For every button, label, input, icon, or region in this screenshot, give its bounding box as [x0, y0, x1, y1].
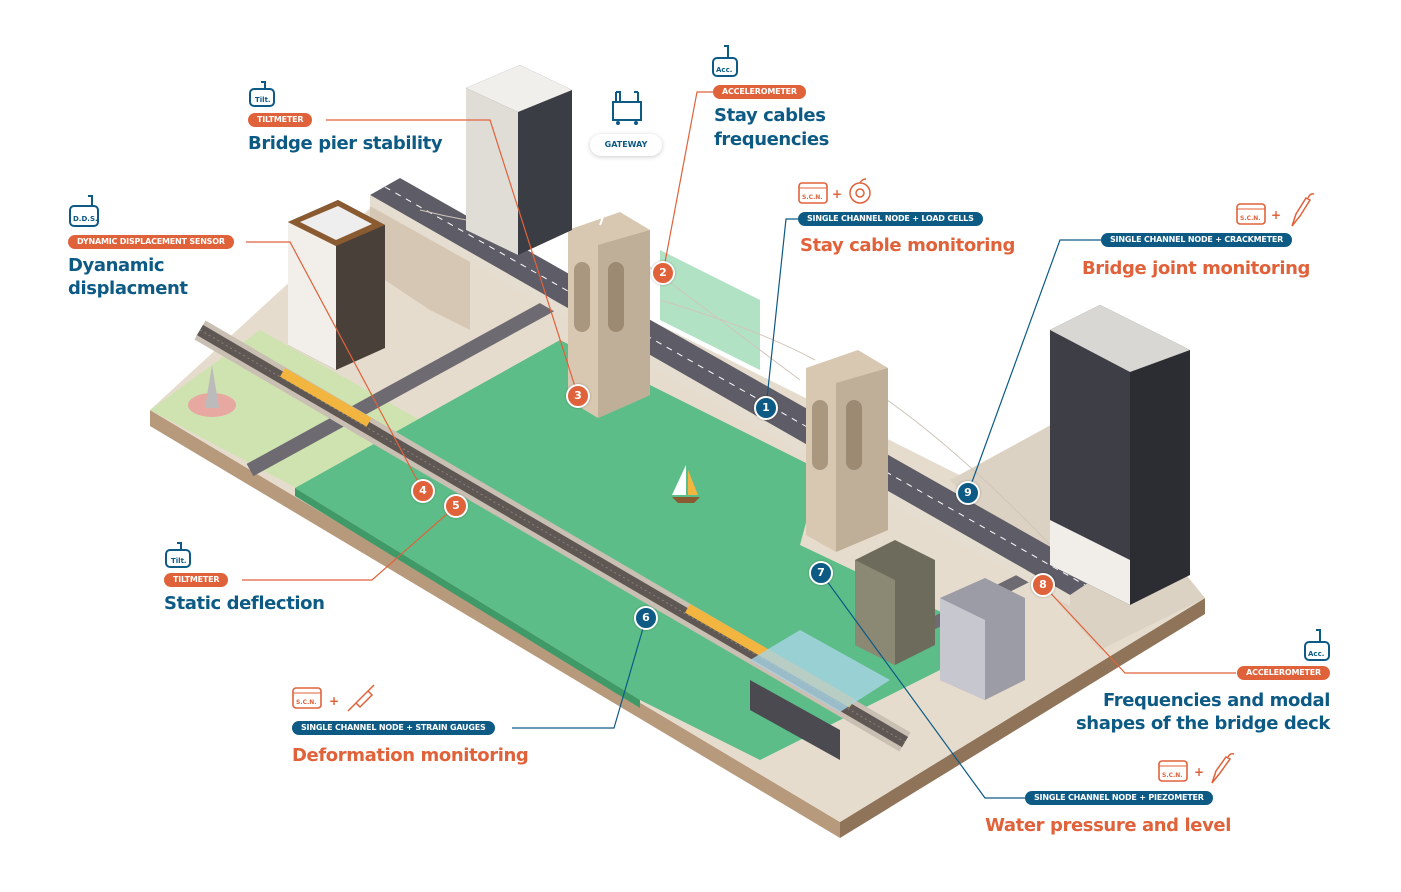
crackmeter-icon: [1291, 193, 1315, 227]
road: [246, 293, 564, 477]
sensor-type-tiltmeter: TILTMETER: [164, 573, 229, 587]
skyscraper-right: [1050, 305, 1190, 605]
sensor-type-accelerometer: ACCELEROMETER: [713, 85, 806, 99]
piezometer-icon: [1211, 753, 1235, 784]
svg-text:Acc.: Acc.: [1308, 650, 1324, 658]
apartment-building: [288, 200, 385, 370]
tiltmeter-icon: Tilt.: [249, 81, 275, 107]
scn-strain-gauge-icons: S.C.N. +: [292, 684, 375, 712]
building-green: [855, 540, 935, 665]
sensor-type-tiltmeter: TILTMETER: [248, 113, 313, 127]
station-building: [750, 680, 840, 760]
station-roof: [750, 630, 890, 712]
sensor-type-accelerometer: ACCELEROMETER: [1237, 666, 1330, 680]
sensor-marker-9[interactable]: 9: [956, 481, 980, 505]
title-dynamic-displacement-line1: Dyanamic: [68, 255, 165, 276]
riverbank: [295, 488, 640, 708]
accelerometer-icon: Acc.: [1304, 629, 1330, 661]
sensor-type-scn-load-cells: SINGLE CHANNEL NODE + LOAD CELLS: [798, 212, 983, 226]
sensor-marker-7[interactable]: 7: [809, 561, 833, 585]
svg-text:Tilt.: Tilt.: [255, 96, 271, 104]
tiltmeter-icon: Tilt.: [165, 542, 191, 568]
park-monument: [188, 365, 236, 417]
load-cell-icon: [849, 178, 871, 204]
sensor-marker-4[interactable]: 4: [411, 479, 435, 503]
park: [150, 330, 420, 490]
title-bridge-joint-monitoring: Bridge joint monitoring: [1081, 258, 1310, 279]
platform-side-right: [840, 598, 1205, 838]
svg-text:S.C.N.: S.C.N.: [296, 699, 317, 706]
title-deformation-monitoring: Deformation monitoring: [292, 745, 529, 766]
gateway-icon: [612, 91, 642, 125]
sensor-type-scn-crackmeter: SINGLE CHANNEL NODE + CRACKMETER: [1101, 233, 1293, 247]
svg-text:+: +: [329, 694, 339, 708]
train: [280, 368, 372, 427]
title-stay-cables-frequencies-line1: Stay cables: [714, 105, 826, 126]
single-channel-node-icon: S.C.N.: [292, 687, 322, 709]
title-water-pressure-level: Water pressure and level: [985, 815, 1231, 836]
title-stay-cables-frequencies-line2: frequencies: [714, 129, 829, 150]
bridge-tower-2: [806, 350, 888, 552]
single-channel-node-icon: S.C.N.: [1236, 203, 1266, 225]
strain-gauge-icon: [347, 684, 375, 712]
svg-text:Tilt.: Tilt.: [171, 557, 187, 565]
platform-side-left: [150, 410, 840, 838]
bridge-tower-1: [568, 212, 650, 418]
connector-lines: [242, 91, 1236, 799]
bridge-abutment: [370, 206, 470, 330]
sensor-type-scn-piezometer: SINGLE CHANNEL NODE + PIEZOMETER: [1025, 791, 1213, 805]
title-stay-cable-monitoring: Stay cable monitoring: [800, 235, 1015, 256]
svg-text:+: +: [1194, 765, 1204, 779]
scn-load-cell-icons: S.C.N. +: [798, 178, 871, 204]
svg-text:S.C.N.: S.C.N.: [1240, 215, 1261, 222]
sensor-type-dds: DYNAMIC DISPLACEMENT SENSOR: [68, 235, 234, 249]
svg-text:D.D.S.: D.D.S.: [73, 215, 98, 223]
svg-text:+: +: [1271, 208, 1281, 222]
single-channel-node-icon: S.C.N.: [1158, 760, 1188, 782]
sensor-marker-6[interactable]: 6: [634, 606, 658, 630]
title-dynamic-displacement-line2: displacment: [68, 278, 188, 299]
river-far: [660, 250, 760, 370]
accelerometer-icon: Acc.: [712, 45, 738, 77]
sensor-type-scn-strain-gauges: SINGLE CHANNEL NODE + STRAIN GAUGES: [292, 721, 495, 735]
single-channel-node-icon: S.C.N.: [798, 182, 828, 204]
scn-crackmeter-icons: S.C.N. +: [1236, 193, 1315, 227]
svg-text:+: +: [832, 187, 842, 201]
title-static-deflection: Static deflection: [164, 593, 325, 614]
sensor-marker-2[interactable]: 2: [651, 261, 675, 285]
svg-text:Acc.: Acc.: [716, 66, 732, 74]
dds-icon: D.D.S.: [69, 195, 99, 227]
building-gray: [940, 578, 1025, 700]
title-bridge-pier-stability: Bridge pier stability: [248, 133, 443, 154]
lane-markings: [384, 186, 1086, 586]
office-tower-left: [466, 65, 572, 255]
sensor-marker-5[interactable]: 5: [444, 494, 468, 518]
scn-piezometer-icons: S.C.N. +: [1158, 753, 1235, 784]
svg-text:S.C.N.: S.C.N.: [1162, 772, 1183, 779]
sensor-marker-3[interactable]: 3: [566, 384, 590, 408]
svg-text:S.C.N.: S.C.N.: [802, 194, 823, 201]
title-modal-shapes-line2: shapes of the bridge deck: [1075, 713, 1330, 734]
gateway-label: GATEWAY: [590, 134, 662, 156]
sailboat: [672, 465, 700, 503]
title-modal-shapes-line1: Frequencies and modal: [1102, 690, 1330, 711]
sensor-marker-1[interactable]: 1: [754, 396, 778, 420]
bridge-deck-side: [370, 195, 1070, 606]
sensor-marker-8[interactable]: 8: [1031, 573, 1055, 597]
